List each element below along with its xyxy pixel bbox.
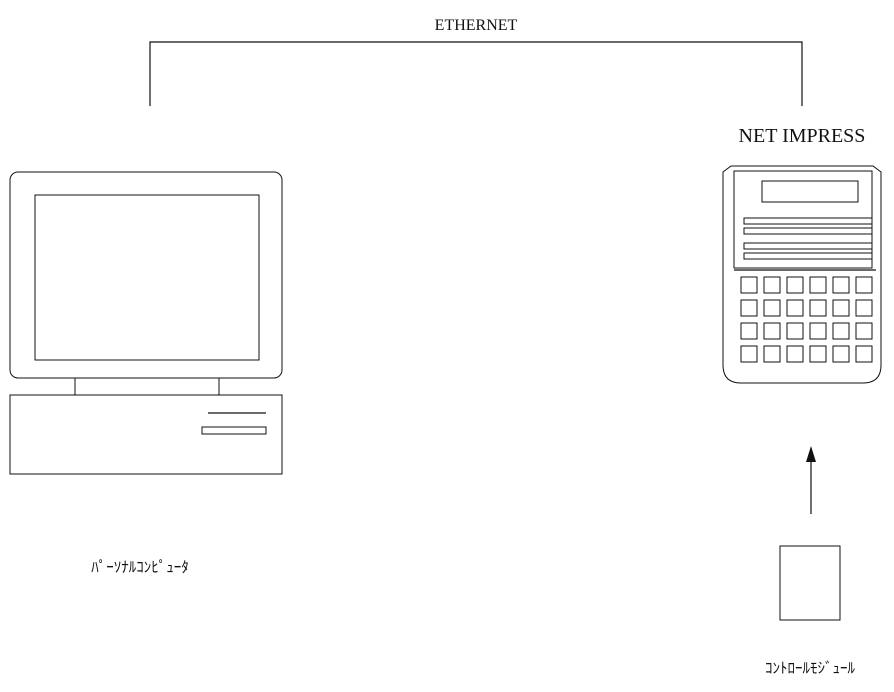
keypad-key	[832, 345, 850, 363]
keypad-key	[832, 322, 850, 340]
keypad-key	[786, 299, 804, 317]
keypad-key	[855, 276, 873, 294]
keypad-key	[809, 276, 827, 294]
keypad-key	[740, 322, 758, 340]
keypad-key	[740, 276, 758, 294]
keypad-key	[740, 299, 758, 317]
keypad-key	[786, 345, 804, 363]
keypad-key	[832, 299, 850, 317]
module-label: ｺﾝﾄﾛｰﾙﾓｼﾞｭｰﾙ	[765, 659, 856, 677]
ethernet-link: ETHERNET	[149, 17, 803, 106]
arrow-head	[806, 446, 816, 462]
net-impress-device: NET IMPRESS	[722, 125, 882, 384]
device-slot-2b	[743, 252, 873, 260]
personal-computer: ﾊﾟｰｿﾅﾙｺﾝﾋﾟｭｰﾀ	[9, 171, 283, 576]
keypad-key	[763, 345, 781, 363]
module-card	[779, 545, 841, 621]
monitor-screen	[34, 194, 260, 361]
monitor-stand	[74, 377, 220, 396]
keypad-key	[786, 322, 804, 340]
upload-arrow	[806, 446, 816, 514]
keypad-key	[786, 276, 804, 294]
keypad-key	[740, 345, 758, 363]
device-slot-1a	[743, 217, 873, 225]
keypad-key	[809, 345, 827, 363]
device-label: NET IMPRESS	[739, 125, 866, 147]
computer-label: ﾊﾟｰｿﾅﾙｺﾝﾋﾟｭｰﾀ	[91, 558, 189, 576]
control-module: ｺﾝﾄﾛｰﾙﾓｼﾞｭｰﾙ	[765, 545, 856, 677]
device-keypad	[740, 276, 873, 363]
device-slot-1b	[743, 227, 873, 235]
keypad-key	[763, 299, 781, 317]
drive-slot	[201, 426, 267, 435]
keypad-key	[763, 322, 781, 340]
keypad-key	[855, 322, 873, 340]
keypad-key	[763, 276, 781, 294]
device-slot-2a	[743, 242, 873, 250]
ethernet-label: ETHERNET	[435, 17, 518, 34]
device-display	[761, 180, 859, 203]
keypad-key	[855, 345, 873, 363]
keypad-key	[809, 322, 827, 340]
keypad-key	[832, 276, 850, 294]
keypad-key	[809, 299, 827, 317]
keypad-key	[855, 299, 873, 317]
